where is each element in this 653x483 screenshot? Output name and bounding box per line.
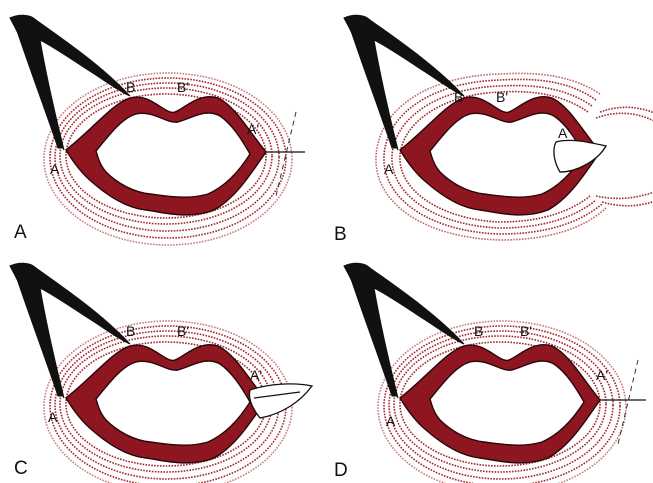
panel-letter: A	[14, 222, 27, 243]
point-a-prime-label: A'	[250, 367, 262, 383]
lips	[400, 345, 600, 463]
point-b-prime-label: B'	[177, 323, 189, 339]
tissue-flap	[249, 384, 312, 418]
point-a-label: A	[48, 409, 58, 425]
lips	[66, 345, 266, 463]
panel-letter: B	[334, 224, 347, 245]
point-a-label: A	[50, 161, 60, 177]
point-b-label: B	[474, 323, 483, 339]
panel-d: A B B' A' D	[334, 263, 646, 483]
panel-letter: D	[334, 460, 348, 481]
point-a-prime-label: A'	[558, 125, 570, 141]
point-a-prime-label: A'	[596, 367, 608, 383]
tissue-flap	[554, 140, 606, 172]
point-a-label: A	[384, 161, 394, 177]
point-a-label: A	[386, 413, 396, 429]
point-b-prime-label: B'	[496, 89, 508, 105]
point-b-prime-label: B'	[520, 323, 532, 339]
panel-c: A B B' A' C	[10, 263, 312, 483]
point-b-prime-label: B'	[177, 79, 189, 95]
panel-letter: C	[14, 458, 28, 479]
lips	[66, 97, 266, 215]
point-b-label: B	[126, 79, 135, 95]
point-b-label: B	[126, 323, 135, 339]
point-a-prime-label: A'	[247, 121, 259, 137]
point-b-label: B	[454, 89, 463, 105]
dashed-line	[618, 360, 638, 444]
panel-b: A B B' A' B	[334, 15, 653, 245]
panel-a: A B B' A' A	[10, 15, 305, 245]
